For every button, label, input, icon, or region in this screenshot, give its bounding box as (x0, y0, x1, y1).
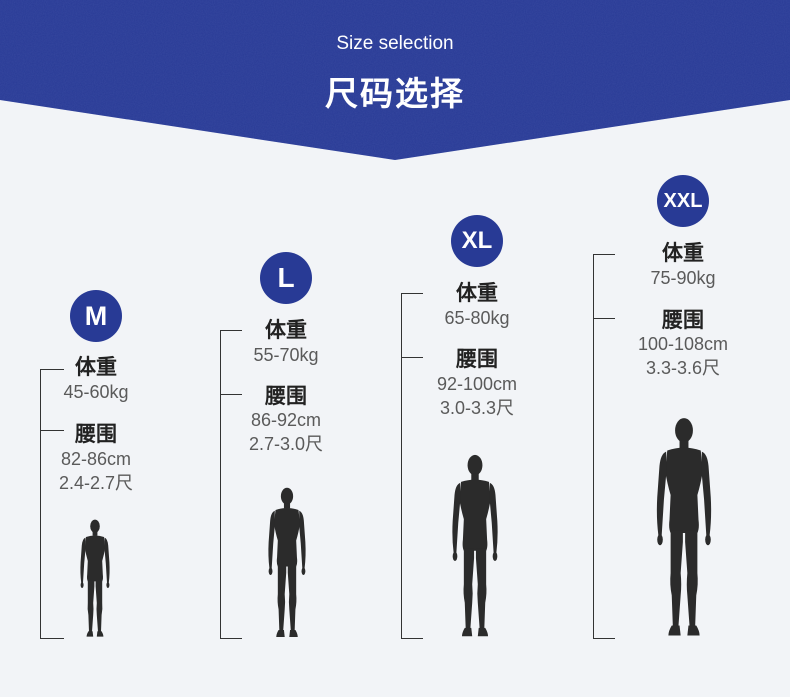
weight-value: 75-90kg (650, 268, 716, 288)
size-badge-m: M (70, 290, 122, 342)
weight-label: 体重 (662, 241, 704, 265)
waist-cm-value: 92-100cm (436, 374, 518, 394)
waist-chi-value: 2.4-2.7尺 (58, 473, 134, 493)
bracket-tick (593, 254, 615, 255)
waist-label: 腰围 (75, 422, 117, 446)
bracket-tick (401, 357, 423, 358)
bracket-tick (220, 394, 242, 395)
bracket-xxl (593, 254, 594, 639)
bracket-tick (40, 369, 64, 370)
bracket-tick (593, 318, 615, 319)
waist-chi-value: 3.3-3.6尺 (645, 358, 721, 378)
weight-value: 55-70kg (253, 345, 319, 365)
human-silhouette-icon (80, 519, 110, 637)
bracket-tick (220, 330, 242, 331)
waist-label: 腰围 (456, 347, 498, 371)
size-badge-xxl: XXL (657, 175, 709, 227)
header-banner (0, 0, 790, 160)
bracket-l (220, 330, 221, 639)
bracket-tick (40, 638, 64, 639)
waist-cm-value: 86-92cm (250, 410, 322, 430)
waist-cm-value: 100-108cm (637, 334, 729, 354)
title-chinese: 尺码选择 (325, 74, 465, 113)
waist-label: 腰围 (265, 384, 307, 408)
bracket-tick (40, 430, 64, 431)
weight-label: 体重 (75, 355, 117, 379)
bracket-tick (220, 638, 242, 639)
human-silhouette-icon (656, 418, 712, 636)
size-badge-xl: XL (451, 215, 503, 267)
waist-label: 腰围 (662, 308, 704, 332)
human-silhouette-icon (268, 487, 306, 637)
weight-label: 体重 (265, 318, 307, 342)
weight-label: 体重 (456, 281, 498, 305)
weight-value: 45-60kg (63, 382, 129, 402)
title-english: Size selection (336, 33, 454, 54)
bracket-xl (401, 293, 402, 639)
bracket-tick (401, 638, 423, 639)
human-silhouette-icon (452, 454, 498, 637)
waist-chi-value: 2.7-3.0尺 (248, 434, 324, 454)
bracket-tick (593, 638, 615, 639)
size-badge-l: L (260, 252, 312, 304)
bracket-tick (401, 293, 423, 294)
bracket-m (40, 369, 41, 639)
weight-value: 65-80kg (444, 308, 510, 328)
waist-chi-value: 3.0-3.3尺 (439, 398, 515, 418)
waist-cm-value: 82-86cm (60, 449, 132, 469)
